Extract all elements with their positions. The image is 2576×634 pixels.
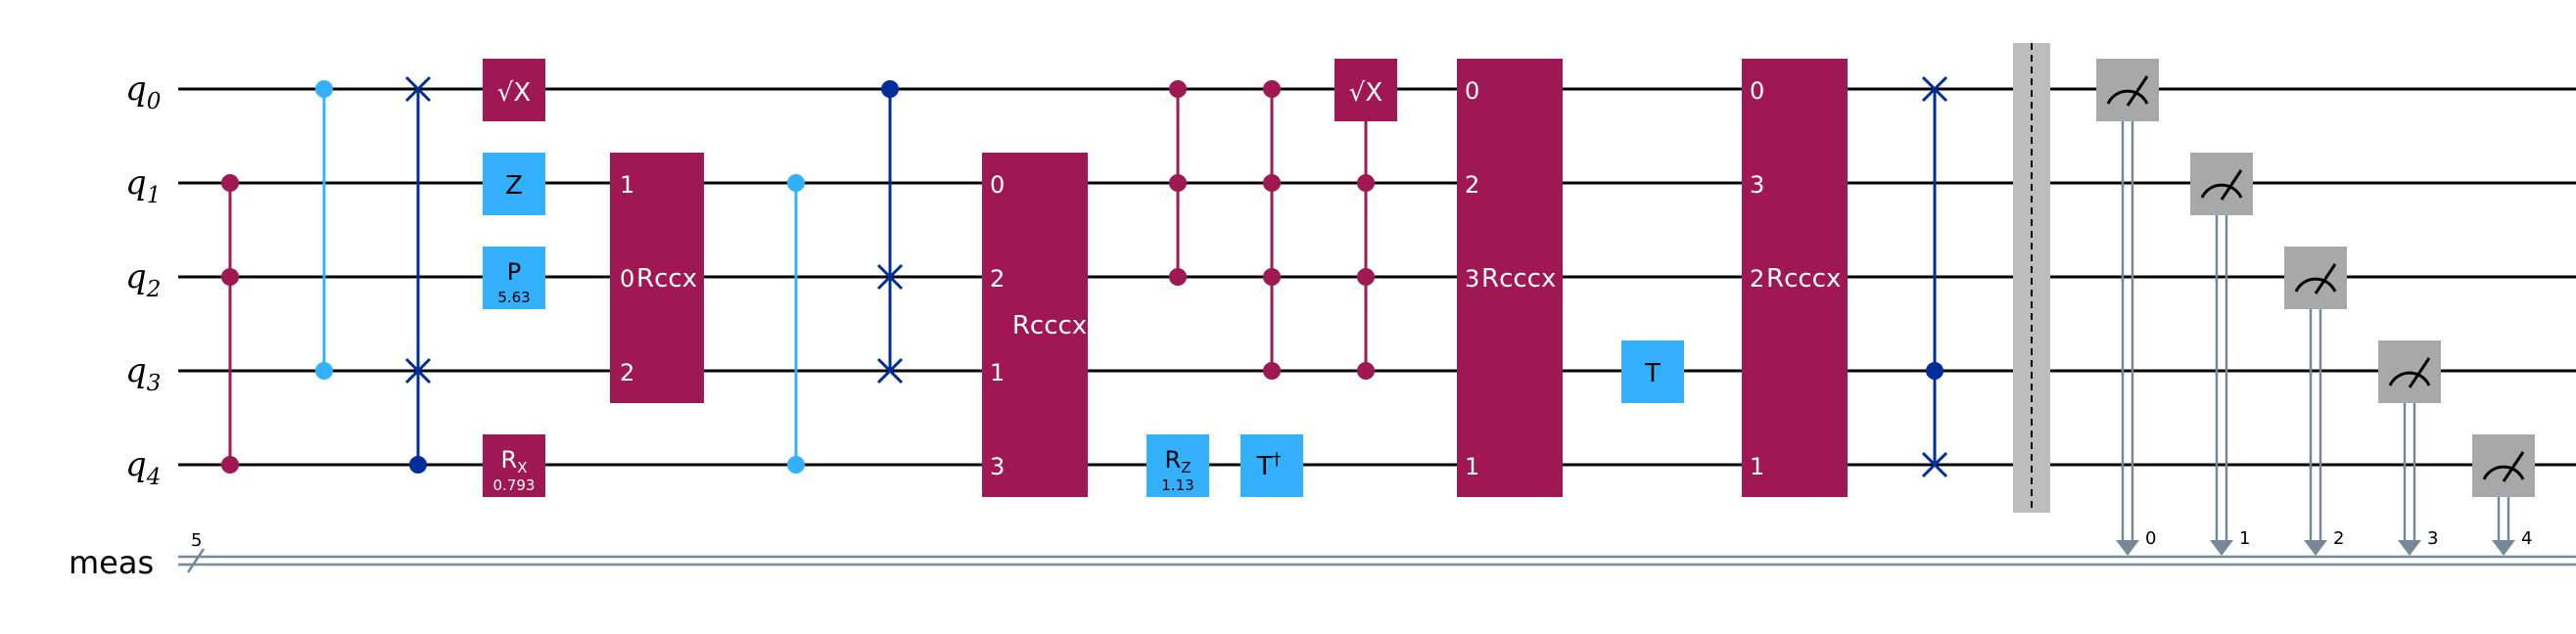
svg-text:2: 2 [1465,171,1479,199]
cz-gate-2 [787,174,805,474]
svg-text:3: 3 [1465,265,1479,293]
svg-text:1: 1 [990,359,1005,386]
qubit-label-0: q0 [125,69,161,114]
sx-gate-q0: √X [483,59,545,121]
svg-text:RX: RX [501,446,528,476]
rcccx-gate-1: 0 2 1 3 Rcccx [982,153,1088,497]
svg-text:1: 1 [1750,453,1764,480]
svg-text:RZ: RZ [1165,446,1192,476]
tdg-gate-q4: T† [1241,434,1303,497]
p-gate-q2: P 5.63 [483,247,545,309]
svg-text:2: 2 [1750,265,1764,293]
svg-text:T: T [1644,359,1661,388]
cswap-gate-1 [404,75,432,474]
measure-q4: 4 [2472,434,2535,556]
t-gate-q3: T [1621,340,1684,403]
qubit-label-2: q2 [125,257,161,302]
svg-text:2: 2 [620,359,634,386]
svg-text:√X: √X [1349,78,1382,108]
rx-gate-q4: RX 0.793 [483,434,545,497]
svg-text:P: P [507,258,521,286]
svg-text:0.793: 0.793 [493,476,536,494]
classical-register-label: meas [69,544,154,581]
creg-bundle-slash [186,548,206,573]
rcccx-gate-2: 0 2 3 1 Rcccx [1457,59,1563,497]
svg-text:Rcccx: Rcccx [1012,311,1087,340]
rz-gate-q4: RZ 1.13 [1147,434,1209,497]
ccz-gate-2 [1169,80,1187,286]
measurements: 0 1 2 3 [2096,59,2535,556]
svg-text:3: 3 [1750,171,1764,199]
qubit-label-4: q4 [125,445,161,490]
ccz-gate-1 [221,174,239,474]
svg-text:1.13: 1.13 [1161,476,1194,494]
svg-text:0: 0 [2145,528,2156,549]
svg-text:0: 0 [1465,77,1479,105]
svg-text:Rcccx: Rcccx [1766,264,1841,294]
qubit-labels: q0 q1 q2 q3 q4 meas [69,69,161,581]
creg-size: 5 [191,530,202,551]
rccx-gate: 1 0 2 Rccx [610,153,704,403]
measure-q3: 3 [2378,340,2441,556]
svg-text:1: 1 [1465,453,1479,480]
cswap-gate-2 [876,80,904,385]
qubit-label-3: q3 [125,351,161,396]
svg-text:0: 0 [1750,77,1764,105]
svg-text:Z: Z [505,171,523,201]
cz-gate-1 [315,80,333,380]
rcccx-gate-3: 0 3 2 1 Rcccx [1742,59,1848,497]
svg-text:3: 3 [990,453,1005,480]
csx-gate: √X [1335,59,1397,380]
svg-text:Rcccx: Rcccx [1481,264,1556,294]
barrier [2013,43,2050,513]
svg-text:0: 0 [990,171,1005,199]
svg-text:3: 3 [2427,528,2438,549]
cccz-gate [1263,80,1281,380]
svg-text:1: 1 [620,171,634,199]
svg-text:2: 2 [2333,528,2344,549]
svg-text:2: 2 [990,265,1005,293]
measure-q1: 1 [2190,153,2253,556]
cswap-gate-3 [1921,75,1948,478]
measure-q2: 2 [2284,247,2347,556]
svg-text:Rccx: Rccx [636,264,697,294]
svg-text:1: 1 [2239,528,2250,549]
qubit-label-1: q1 [125,163,161,208]
z-gate-q1: Z [483,153,545,215]
classical-register: 5 [178,530,2576,573]
svg-text:√X: √X [497,78,531,108]
svg-text:4: 4 [2521,528,2532,549]
svg-text:T†: T† [1256,450,1282,481]
measure-q0: 0 [2096,59,2159,556]
svg-text:5.63: 5.63 [497,289,530,306]
svg-text:0: 0 [620,265,634,293]
qubit-wires [178,87,2576,467]
